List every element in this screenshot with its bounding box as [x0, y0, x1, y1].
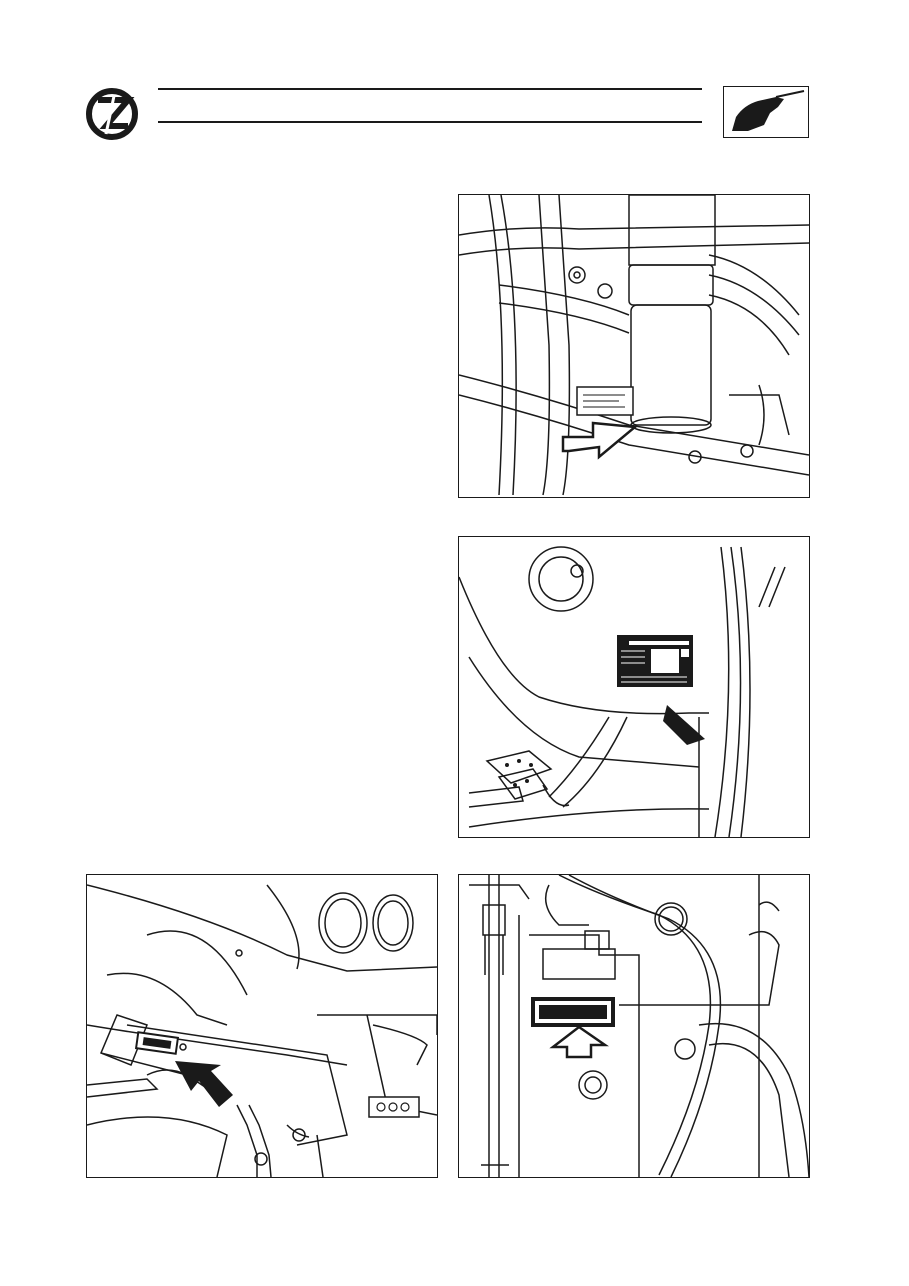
hand-pointing-icon [732, 90, 805, 131]
figure-3 [86, 874, 438, 1178]
figure-2-illustration [459, 546, 786, 837]
figure-1 [458, 194, 810, 498]
header-rule-top [158, 88, 702, 90]
header-rule-bottom [158, 121, 702, 123]
figure-1-illustration [459, 195, 809, 496]
figure-4 [458, 874, 810, 1178]
brand-logo-icon [84, 88, 142, 140]
section-tab [723, 86, 809, 138]
figure-4-illustration [469, 875, 809, 1177]
figure-3-illustration [87, 884, 437, 1177]
figure-2 [458, 536, 810, 838]
